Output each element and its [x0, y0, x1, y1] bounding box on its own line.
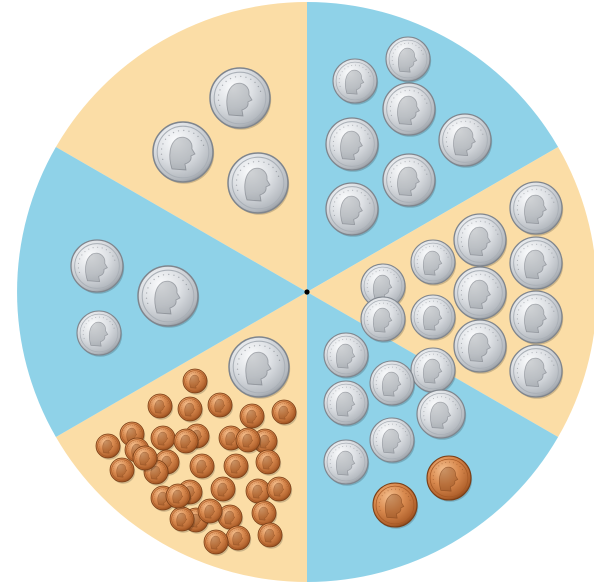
quarter-coin [138, 266, 199, 328]
quarter-coin [228, 153, 289, 215]
quarter-coin [229, 337, 290, 399]
quarter-coin [210, 68, 271, 130]
quarter-coin [153, 122, 214, 184]
center-dot [304, 289, 309, 294]
